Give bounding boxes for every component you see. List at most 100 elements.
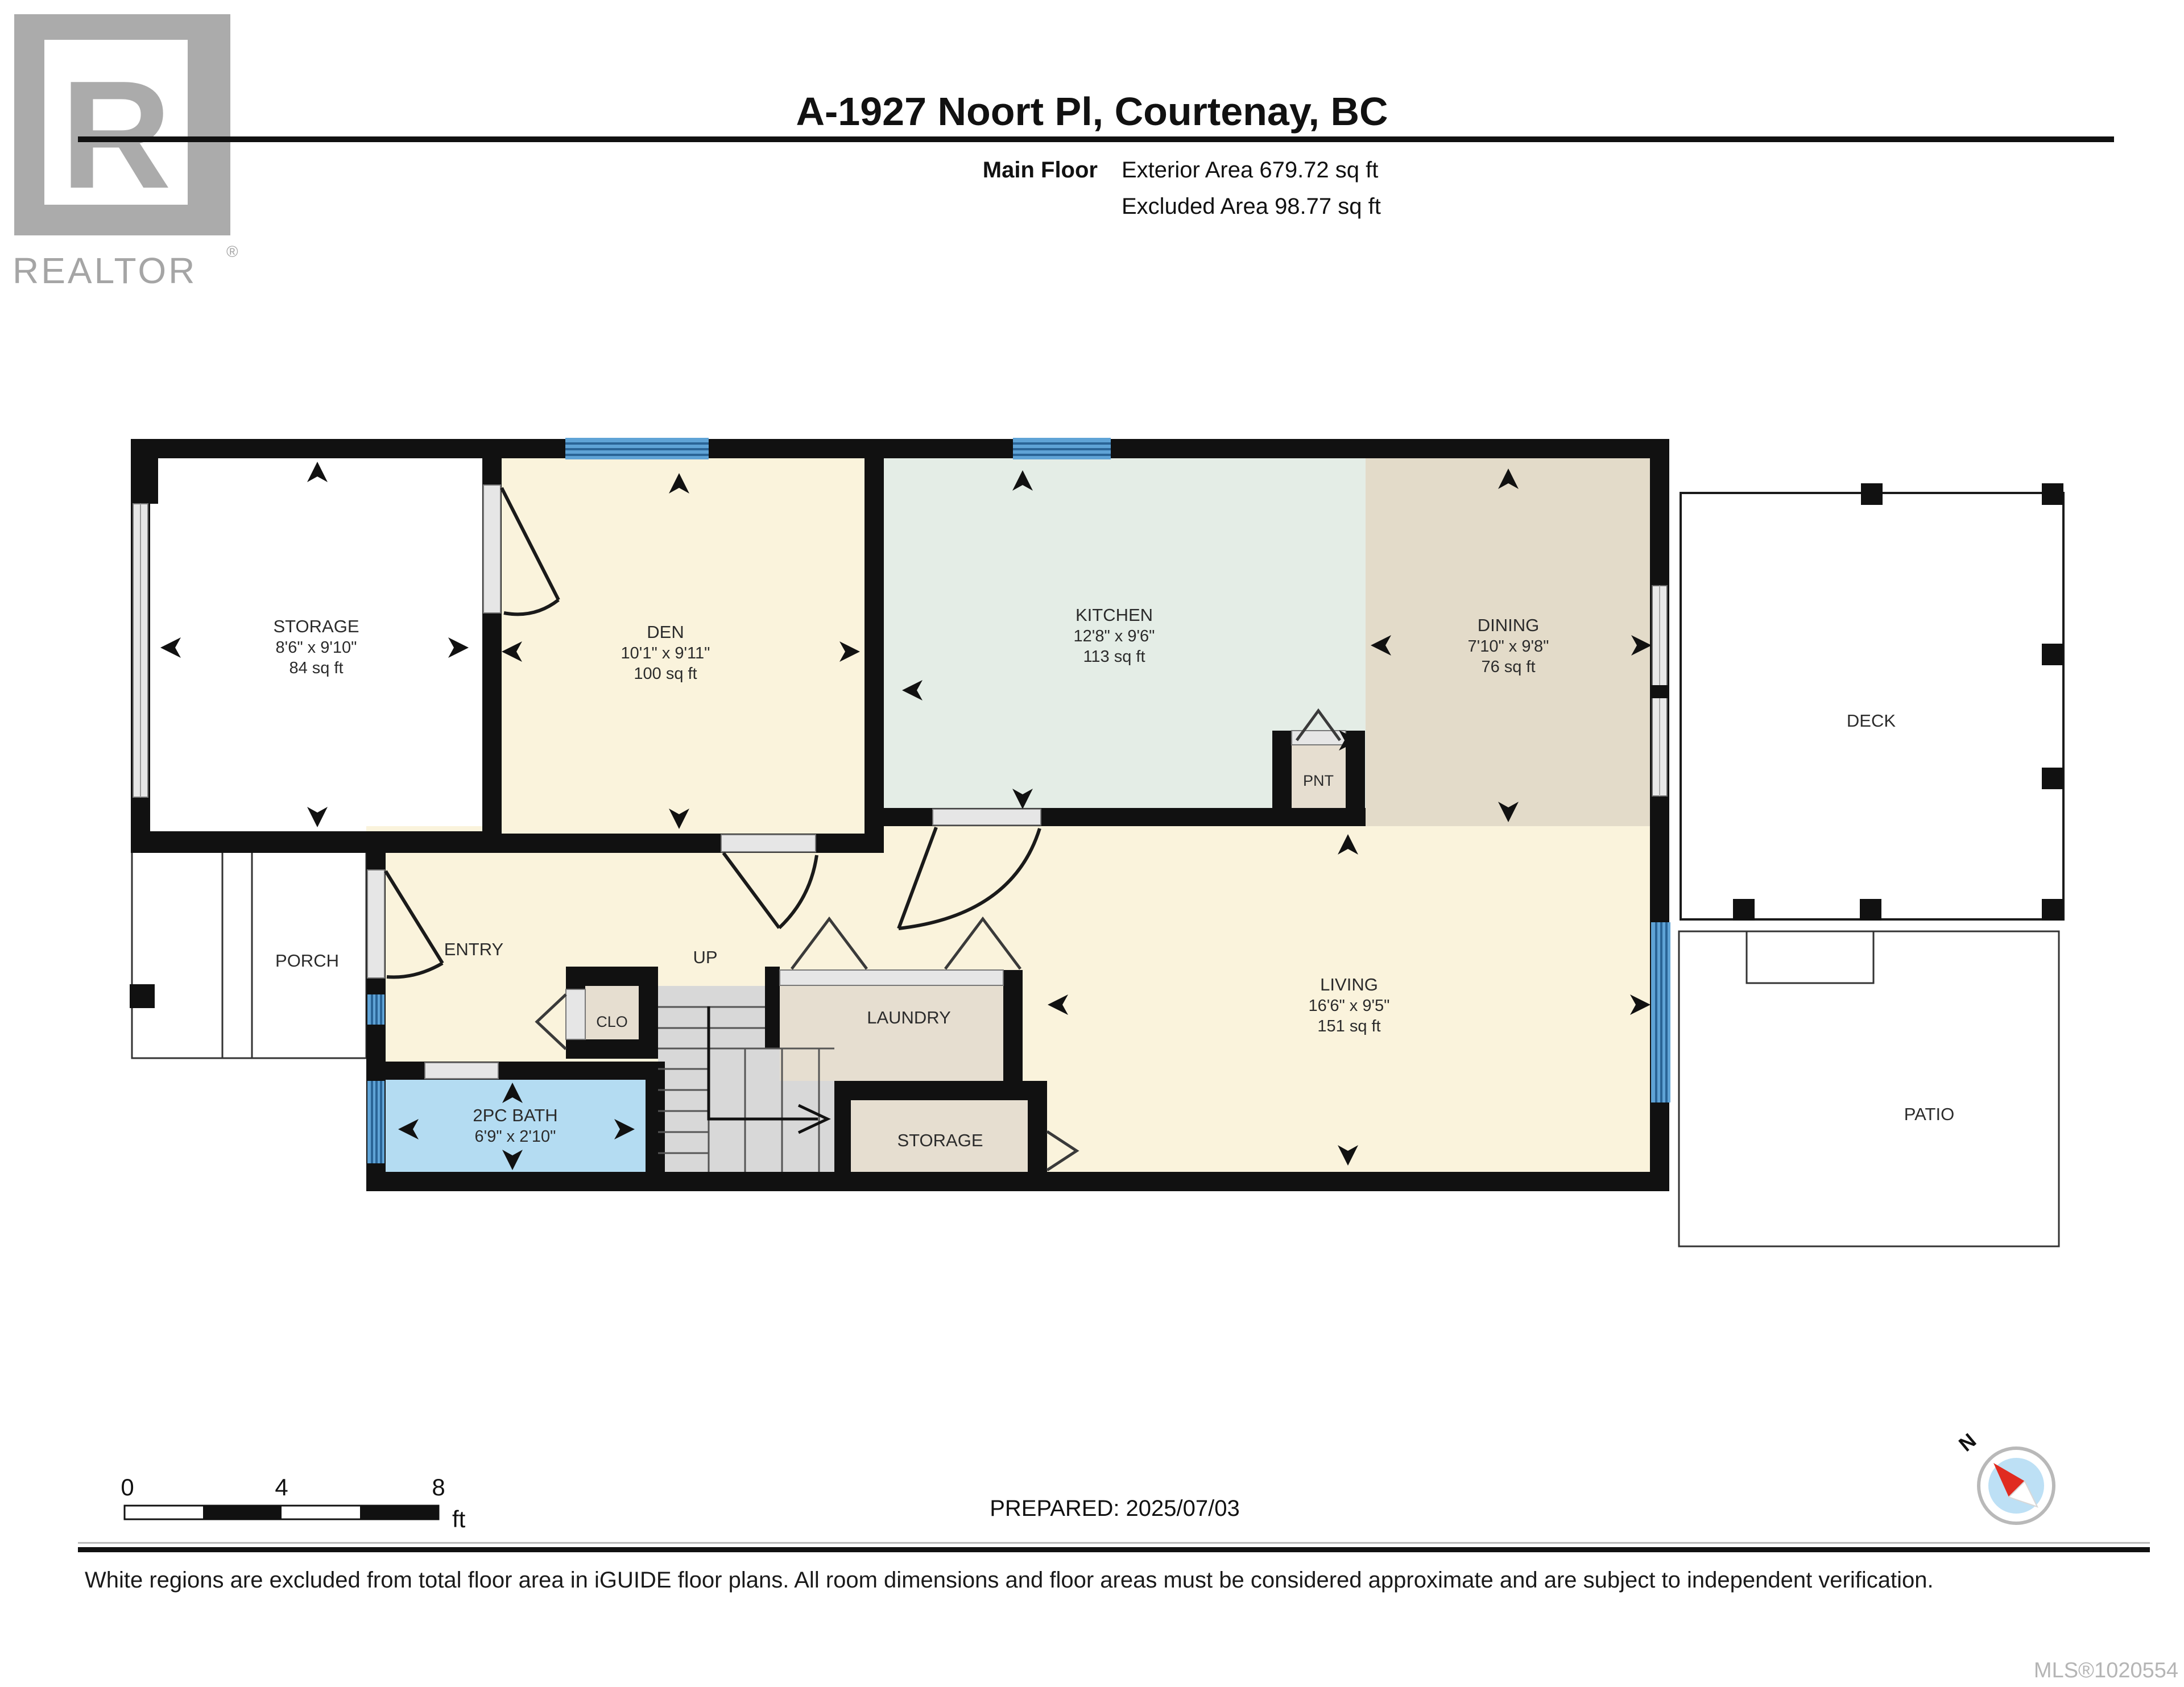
stairs-up-label: UP bbox=[693, 947, 717, 967]
den-fill bbox=[482, 458, 884, 853]
wall-bottom bbox=[366, 1172, 1669, 1191]
deck-outline bbox=[1680, 492, 2065, 921]
storage-room-area: 84 sq ft bbox=[289, 659, 343, 677]
living-area: 151 sq ft bbox=[1317, 1017, 1380, 1035]
patio-step bbox=[1745, 930, 1875, 984]
deck-post bbox=[2042, 644, 2063, 665]
footer-rule-light bbox=[78, 1542, 2150, 1544]
header: R REALTOR ® A-1927 Noort Pl, Courtenay, … bbox=[13, 14, 2114, 291]
wall-den-kitchen bbox=[864, 439, 884, 853]
window-den-top bbox=[565, 438, 709, 459]
laundry-fill bbox=[780, 985, 1003, 1081]
wall-laundry-left bbox=[765, 967, 780, 1048]
logo-brand-text: REALTOR bbox=[13, 250, 197, 291]
porch-outline bbox=[131, 849, 367, 1059]
porch-structure bbox=[130, 849, 367, 1059]
compass-needle-south bbox=[2008, 1480, 2038, 1508]
logo-inner bbox=[44, 40, 188, 205]
scale-tick-4: 4 bbox=[275, 1474, 288, 1501]
wall-top bbox=[131, 439, 1669, 458]
door-sill-laundry bbox=[779, 969, 1004, 986]
doors bbox=[384, 487, 1342, 1172]
door-entry-front bbox=[384, 870, 444, 979]
storage-room-label: STORAGE bbox=[273, 616, 359, 636]
scale-bar-segment bbox=[360, 1506, 439, 1519]
door-storage-small bbox=[1046, 1130, 1079, 1172]
wall-pantry-left bbox=[1272, 731, 1292, 808]
title-rule bbox=[78, 136, 2114, 142]
storage-small-fill bbox=[851, 1100, 1028, 1172]
room-labels: STORAGE 8'6" x 9'10" 84 sq ft DEN 10'1" … bbox=[273, 605, 1954, 1150]
wall-laundry-bottom bbox=[834, 1081, 1047, 1100]
bifold-laundry-right bbox=[944, 916, 1021, 970]
closet-fill bbox=[585, 986, 639, 1039]
storage-small-label: STORAGE bbox=[897, 1130, 983, 1150]
door-sill-closet bbox=[565, 989, 586, 1040]
pantry-label: PNT bbox=[1303, 772, 1334, 789]
mls-number: MLS®1020554 bbox=[2034, 1659, 2178, 1682]
footer-rule bbox=[78, 1547, 2150, 1552]
storage-room-dims: 8'6" x 9'10" bbox=[276, 639, 357, 657]
laundry-label: LAUNDRY bbox=[867, 1008, 951, 1027]
dining-fill bbox=[1366, 458, 1650, 826]
storage-room-fill bbox=[150, 458, 482, 834]
door-den-bottom bbox=[722, 852, 818, 930]
door-sill-bath bbox=[424, 1062, 499, 1079]
door-sill-den-top bbox=[483, 484, 501, 614]
window-living-right bbox=[1651, 922, 1670, 1102]
wall-den-bottom bbox=[482, 834, 884, 853]
disclaimer-text: White regions are excluded from total fl… bbox=[85, 1568, 1934, 1593]
living-label: LIVING bbox=[1320, 975, 1378, 994]
compass-icon: N bbox=[1954, 1428, 2055, 1525]
den-label: DEN bbox=[647, 622, 684, 642]
windows-and-sills bbox=[133, 438, 1670, 1163]
door-sill-kitchen bbox=[932, 809, 1041, 826]
floor-label: Main Floor bbox=[983, 157, 1098, 183]
deck-post bbox=[1861, 483, 1883, 505]
excluded-area: Excluded Area 98.77 sq ft bbox=[1122, 194, 1381, 219]
wall-laundry-right bbox=[1003, 970, 1023, 1100]
page-title: A-1927 Noort Pl, Courtenay, BC bbox=[796, 89, 1388, 134]
dining-area: 76 sq ft bbox=[1481, 658, 1535, 676]
deck-post bbox=[2042, 768, 2063, 789]
patio-structure bbox=[1678, 930, 2060, 1247]
entry-label: ENTRY bbox=[444, 939, 504, 959]
porch-label: PORCH bbox=[275, 951, 339, 971]
wall-bath-right bbox=[646, 1062, 665, 1191]
compass-north-label: N bbox=[1954, 1428, 1980, 1456]
logo-reg-mark: ® bbox=[226, 243, 238, 260]
logo-r-letter: R bbox=[61, 49, 172, 221]
dining-dims: 7'10" x 9'8" bbox=[1468, 637, 1549, 656]
realtor-logo-icon: R REALTOR ® bbox=[13, 14, 238, 291]
bath-label: 2PC BATH bbox=[473, 1105, 557, 1125]
porch-post bbox=[130, 984, 155, 1008]
wall-entry-top bbox=[366, 834, 482, 853]
deck-post bbox=[2042, 483, 2063, 505]
scale-tick-0: 0 bbox=[121, 1474, 134, 1501]
footer: White regions are excluded from total fl… bbox=[78, 1542, 2178, 1682]
kitchen-dims: 12'8" x 9'6" bbox=[1074, 627, 1155, 645]
exterior-area: Exterior Area 679.72 sq ft bbox=[1122, 157, 1378, 183]
window-bath-left bbox=[367, 1081, 384, 1163]
deck-post bbox=[1860, 899, 1881, 921]
bath-dims: 6'9" x 2'10" bbox=[475, 1128, 556, 1146]
wall-storage-small-left bbox=[834, 1100, 851, 1172]
stairs-upper bbox=[658, 986, 765, 1048]
kitchen-label: KITCHEN bbox=[1076, 605, 1153, 625]
living-dims: 16'6" x 9'5" bbox=[1309, 997, 1390, 1015]
pantry-fill bbox=[1292, 745, 1346, 808]
scale-bar: 0 4 8 ft bbox=[121, 1474, 465, 1532]
deck-post bbox=[2042, 899, 2063, 921]
den-area: 100 sq ft bbox=[634, 665, 697, 683]
stairs-detail bbox=[658, 1006, 834, 1172]
bifold-laundry-left bbox=[791, 916, 868, 970]
door-sill-entry bbox=[367, 869, 385, 979]
kitchen-area: 113 sq ft bbox=[1083, 648, 1145, 666]
deck-post bbox=[1733, 899, 1755, 921]
bifold-pantry bbox=[1295, 708, 1342, 741]
window-kitchen-top bbox=[1013, 438, 1111, 459]
patio-label: PATIO bbox=[1904, 1104, 1954, 1124]
window-entry-left bbox=[367, 994, 384, 1025]
deck-label: DECK bbox=[1847, 711, 1896, 731]
